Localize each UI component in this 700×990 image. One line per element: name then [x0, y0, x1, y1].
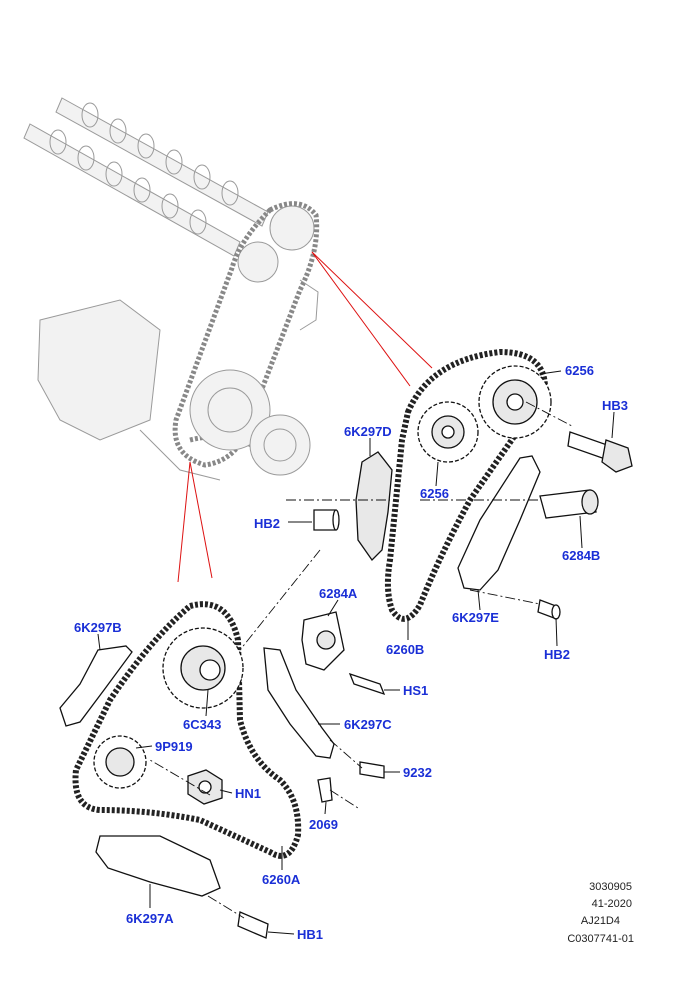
- reference-line-1: 3030905: [589, 881, 632, 893]
- callout-6k297d: 6K297D: [344, 424, 392, 439]
- tensioner-6284b: [539, 489, 599, 519]
- callout-2069: 2069: [309, 817, 338, 832]
- callout-6260b: 6260B: [386, 642, 424, 657]
- detail-highlight-lines: [177, 251, 433, 583]
- engine-ghost: [23, 97, 320, 481]
- reference-line-3: AJ21D4: [581, 915, 620, 927]
- bolt-hb3: [567, 431, 633, 473]
- callout-hb1: HB1: [297, 927, 323, 942]
- tensioner-6284a: [301, 611, 345, 671]
- callout-6k297c: 6K297C: [344, 717, 392, 732]
- ghost-crank-hub: [249, 414, 311, 476]
- guide-6k297d: [355, 451, 393, 562]
- callout-9232: 9232: [403, 765, 432, 780]
- camshaft-upper-ghost: [55, 97, 269, 227]
- callout-hb3: HB3: [602, 398, 628, 413]
- callout-6260a: 6260A: [262, 872, 301, 887]
- callout-6c343: 6C343: [183, 717, 221, 732]
- guide-6k297b: [59, 645, 133, 727]
- dowel-hb2-right: [537, 599, 561, 620]
- ghost-sprocket-b: [237, 241, 279, 283]
- lower-chain-6260a: [72, 601, 302, 859]
- callout-6256-mid: 6256: [420, 486, 449, 501]
- ghost-injection-pump: [37, 299, 161, 441]
- reference-line-2: 41-2020: [592, 898, 632, 910]
- camshaft-lower-ghost: [23, 123, 241, 257]
- guide-6k297c: [263, 647, 335, 759]
- ghost-crank-pulley: [189, 369, 271, 451]
- callout-labels: 6256 HB3 6K297D 6256 HB2 6284B 6284A 6K2…: [74, 363, 628, 942]
- callout-hb2-right: HB2: [544, 647, 570, 662]
- callout-6k297a: 6K297A: [126, 911, 174, 926]
- guide-6k297a: [95, 835, 221, 897]
- sprocket-6256-right: [478, 365, 552, 439]
- pin-2069: [317, 777, 333, 803]
- leader-lines: [97, 370, 615, 935]
- callout-6k297e: 6K297E: [452, 610, 499, 625]
- callout-6k297b: 6K297B: [74, 620, 122, 635]
- nut-hn1: [187, 769, 223, 805]
- sprocket-6256-left: [417, 401, 479, 463]
- upper-timing-assembly: [239, 348, 633, 651]
- tensioner-guide-6k297e: [457, 455, 541, 591]
- ghost-sprocket-a: [269, 205, 315, 251]
- callout-9p919: 9P919: [155, 739, 193, 754]
- dowel-hb2-upper: [313, 509, 340, 531]
- reference-block: 3030905 41-2020 AJ21D4 C0307741-01: [567, 881, 634, 945]
- reference-line-4: C0307741-01: [567, 933, 634, 945]
- callout-6256-top: 6256: [565, 363, 594, 378]
- callout-hn1: HN1: [235, 786, 261, 801]
- callout-hb2-upper: HB2: [254, 516, 280, 531]
- dowel-hb1: [237, 911, 269, 939]
- sprocket-9p919: [93, 735, 147, 789]
- dowel-9232: [359, 761, 385, 779]
- callout-6284b: 6284B: [562, 548, 600, 563]
- bolt-hs1: [348, 672, 386, 696]
- lower-timing-assembly: [59, 601, 386, 939]
- upper-chain-6260b: [384, 348, 549, 622]
- callout-hs1: HS1: [403, 683, 428, 698]
- sprocket-6c343: [162, 627, 244, 709]
- callout-6284a: 6284A: [319, 586, 358, 601]
